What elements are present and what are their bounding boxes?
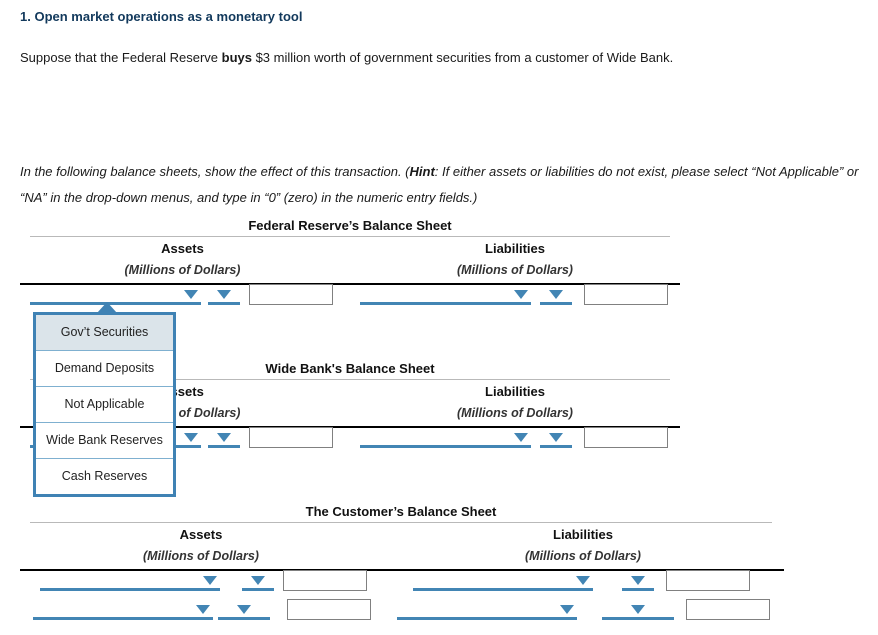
column-units-liabilities: (Millions of Dollars) [457, 263, 573, 277]
the-customer-assets-row2-sign-dropdown[interactable] [218, 600, 270, 620]
prompt-text-post: $3 million worth of government securitie… [251, 50, 674, 65]
the-customer-liabilities-row2-amount-input[interactable] [686, 599, 770, 620]
the-customer-assets-row1-sign-dropdown[interactable] [242, 571, 274, 591]
column-units-liabilities: (Millions of Dollars) [525, 549, 641, 563]
dropdown-option-cash-reserves[interactable]: Cash Reserves [36, 459, 173, 494]
question-title: 1. Open market operations as a monetary … [20, 9, 303, 24]
column-header-liabilities: Liabilities [485, 241, 545, 256]
column-units-liabilities: (Millions of Dollars) [457, 406, 573, 420]
wide-bank-liabilities-row1-sign-dropdown[interactable] [540, 428, 572, 448]
the-customer-liabilities-row1-amount-input[interactable] [666, 570, 750, 591]
hint-label-hint: Hint [409, 164, 435, 179]
dropdown-caret-up-icon [97, 302, 117, 313]
column-units-assets: (Millions of Dollars) [124, 263, 241, 277]
sheet-divider-dark [20, 283, 680, 285]
sheet-title-federal-reserve: Federal Reserve’s Balance Sheet [248, 218, 452, 233]
federal-reserve-assets-row1-amount-input[interactable] [249, 284, 333, 305]
federal-reserve-liabilities-row1-sign-dropdown[interactable] [540, 285, 572, 305]
the-customer-liabilities-row2-account-dropdown[interactable] [397, 600, 577, 620]
prompt-text-pre: Suppose that the Federal Reserve [20, 50, 222, 65]
the-customer-assets-row2-amount-input[interactable] [287, 599, 371, 620]
hint-line2: “NA” in the drop-down menus, and type in… [20, 190, 478, 205]
federal-reserve-assets-row1-sign-dropdown[interactable] [208, 285, 240, 305]
the-customer-liabilities-row1-account-dropdown[interactable] [413, 571, 593, 591]
wide-bank-assets-row1-sign-dropdown[interactable] [208, 428, 240, 448]
hint-line1-post: : If either assets or liabilities do not… [434, 164, 859, 179]
column-header-assets: Assets [161, 241, 204, 256]
question-hint: In the following balance sheets, show th… [20, 159, 878, 205]
the-customer-assets-row2-account-dropdown[interactable] [33, 600, 213, 620]
column-units-assets: (Millions of Dollars) [143, 549, 259, 563]
wide-bank-liabilities-row1-account-dropdown[interactable] [360, 428, 531, 448]
dropdown-option-not-applicable[interactable]: Not Applicable [36, 387, 173, 423]
the-customer-liabilities-row1-sign-dropdown[interactable] [622, 571, 654, 591]
sheet-divider-light [30, 236, 670, 237]
sheet-title-wide-bank: Wide Bank's Balance Sheet [265, 361, 435, 376]
the-customer-assets-row1-account-dropdown[interactable] [40, 571, 220, 591]
dropdown-option-govt-securities[interactable]: Gov’t Securities [36, 315, 173, 351]
federal-reserve-liabilities-row1-amount-input[interactable] [584, 284, 668, 305]
prompt-emphasis-buys: buys [221, 50, 252, 65]
sheet-divider-light [30, 522, 772, 523]
the-customer-liabilities-row2-sign-dropdown[interactable] [602, 600, 674, 620]
open-dropdown-menu[interactable]: Gov’t Securities Demand Deposits Not App… [33, 312, 176, 497]
sheet-title-the-customer: The Customer’s Balance Sheet [305, 504, 497, 519]
sheet-divider-light [30, 379, 670, 380]
dropdown-option-demand-deposits[interactable]: Demand Deposits [36, 351, 173, 387]
column-header-liabilities: Liabilities [485, 384, 545, 399]
column-header-assets: Assets [179, 527, 223, 542]
sheet-divider-dark [20, 569, 784, 571]
the-customer-assets-row1-amount-input[interactable] [283, 570, 367, 591]
question-prompt: Suppose that the Federal Reserve buys $3… [20, 50, 673, 65]
dropdown-option-wide-bank-reserves[interactable]: Wide Bank Reserves [36, 423, 173, 459]
wide-bank-liabilities-row1-amount-input[interactable] [584, 427, 668, 448]
federal-reserve-liabilities-row1-account-dropdown[interactable] [360, 285, 531, 305]
hint-line1-pre: In the following balance sheets, show th… [20, 164, 410, 179]
column-header-liabilities: Liabilities [553, 527, 613, 542]
sheet-divider-dark [20, 426, 680, 428]
wide-bank-assets-row1-amount-input[interactable] [249, 427, 333, 448]
